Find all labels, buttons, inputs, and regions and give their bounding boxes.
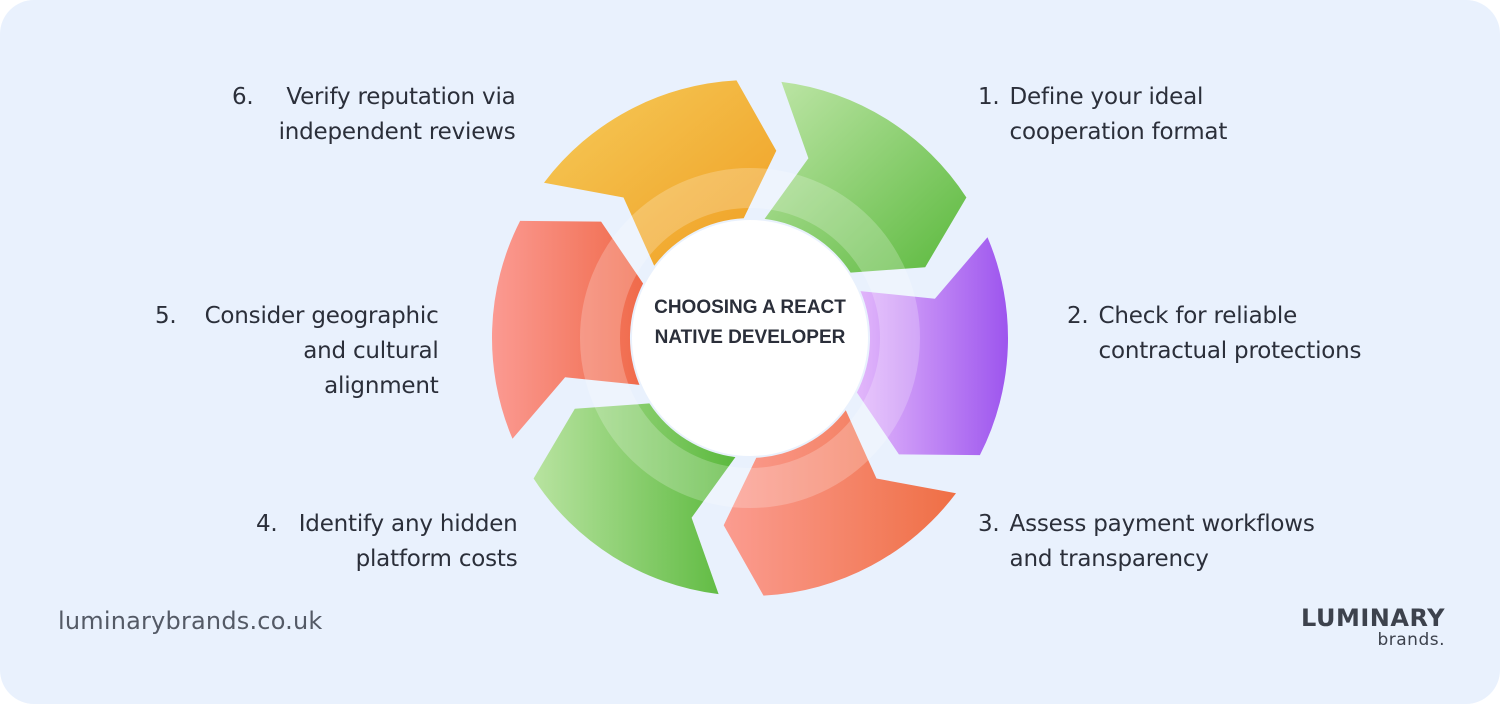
step-6-text: Verify reputation via independent review… [278, 84, 516, 145]
cycle-segment-2 [856, 237, 1009, 456]
step-4: 4. Identify any hidden platform costs [256, 507, 518, 577]
step-4-number: 4. [256, 511, 278, 537]
logo-wordmark: LUMINARY [1301, 604, 1445, 632]
logo-subtitle: brands. [1377, 630, 1445, 650]
step-3: 3. Assess payment workflows and transpar… [978, 507, 1355, 577]
brand-logo: LUMINARY brands. [1301, 605, 1445, 649]
step-2: 2. Check for reliable contractual protec… [1067, 299, 1399, 369]
step-1-text: Define your ideal cooperation format [1009, 84, 1228, 145]
cycle-segment-6 [544, 80, 777, 266]
center-circle [632, 220, 868, 456]
cycle-segment-4 [533, 403, 736, 595]
step-3-number: 3. [978, 511, 1000, 537]
cycle-segment-1 [764, 81, 967, 273]
step-4-text: Identify any hidden platform costs [298, 511, 518, 572]
inner-highlight-ring [580, 168, 920, 508]
step-5: 5. Consider geographic and cultural alig… [155, 299, 439, 404]
step-5-number: 5. [155, 303, 177, 329]
website-url: luminarybrands.co.uk [58, 607, 323, 635]
step-2-number: 2. [1067, 303, 1089, 329]
center-title: CHOOSING A REACT NATIVE DEVELOPER [654, 297, 846, 348]
step-3-text: Assess payment workflows and transparenc… [1009, 511, 1315, 572]
step-5-text: Consider geographic and cultural alignme… [204, 303, 439, 399]
cycle-segment-5 [491, 220, 644, 439]
step-2-text: Check for reliable contractual protectio… [1098, 303, 1362, 364]
step-6-number: 6. [232, 84, 254, 110]
cycle-segment-3 [723, 410, 956, 596]
step-1-number: 1. [978, 84, 1000, 110]
step-6: 6. Verify reputation via independent rev… [232, 80, 516, 150]
step-1: 1. Define your ideal cooperation format [978, 80, 1260, 150]
